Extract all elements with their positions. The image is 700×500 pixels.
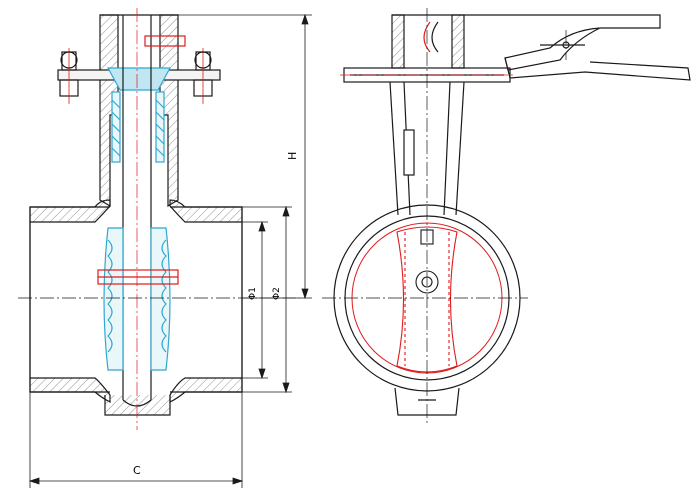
disc-seat: [103, 227, 171, 371]
butterfly-disc: [396, 226, 458, 373]
dim-label-height: H: [286, 152, 299, 160]
center-lines-right: [322, 8, 567, 425]
bolt-left: [59, 48, 79, 104]
front-view: [322, 8, 691, 425]
dim-label-length: C: [133, 464, 141, 477]
center-lines-left: [18, 8, 300, 430]
section-view: [18, 8, 300, 430]
dim-label-bore-inner: Φ1: [248, 287, 258, 300]
dim-label-bore-outer: Φ2: [272, 287, 282, 300]
bolt-right: [193, 48, 213, 104]
disc-hub: [97, 269, 179, 285]
front-neck: [389, 81, 465, 216]
handle-lever: [470, 14, 691, 81]
upper-neck: [391, 14, 470, 69]
top-flange: [57, 67, 221, 91]
body-wall-top: [29, 199, 243, 223]
bottom-boss: [104, 395, 171, 416]
neck-housing: [99, 14, 179, 208]
stem-packing: [111, 91, 165, 163]
dimensions-left: [28, 13, 312, 488]
